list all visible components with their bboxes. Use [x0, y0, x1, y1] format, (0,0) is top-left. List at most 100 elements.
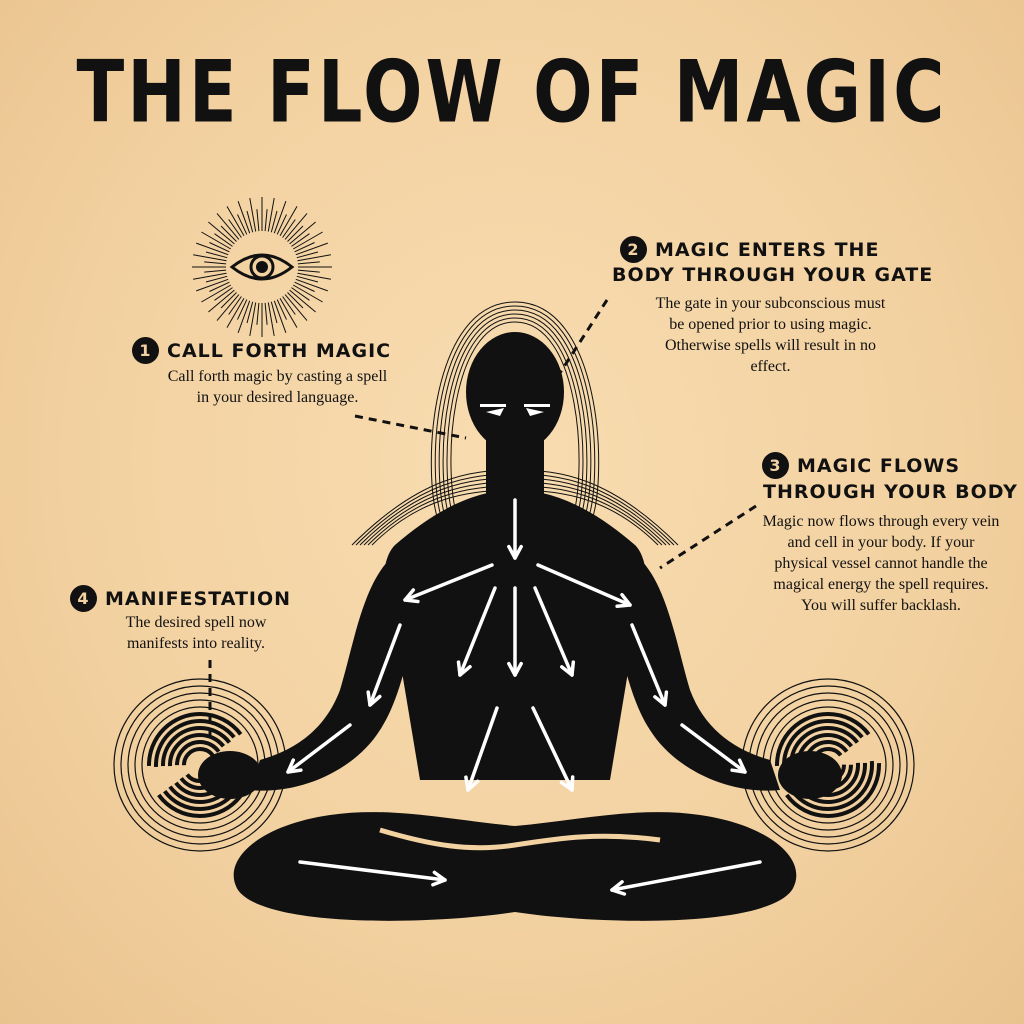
aura-line [438, 309, 592, 521]
aura-line [434, 305, 596, 521]
flow-arrow [536, 563, 632, 608]
flow-arrow [286, 723, 352, 774]
flow-arrow [464, 706, 499, 792]
eye-ray [208, 289, 235, 313]
eye-ray [226, 297, 245, 328]
step-2-heading: 2 MAGIC ENTERS THE [620, 236, 879, 263]
eye-ray [282, 296, 296, 315]
step-4-badge: 4 [70, 585, 97, 612]
eye-ray [226, 206, 245, 237]
eye-ray [297, 254, 331, 262]
flow-arrow [531, 706, 575, 792]
step-2-badge: 2 [620, 236, 647, 263]
eye-ray [292, 231, 323, 250]
flow-arrow [610, 860, 762, 896]
eye-shape [229, 253, 295, 281]
eye-ray [289, 289, 316, 313]
eye-ray [208, 221, 235, 245]
eye-ray [246, 301, 254, 324]
eye-ray [279, 206, 298, 237]
eye-ray [209, 281, 230, 292]
eye-ray [201, 284, 232, 303]
page-title: THE FLOW OF MAGIC [76, 42, 948, 143]
eye-ray [237, 300, 251, 333]
eye-ray [209, 242, 230, 253]
eye-ray [273, 201, 287, 234]
eye-ray [196, 242, 229, 256]
all-seeing-eye-icon [192, 197, 332, 337]
eye-ray [220, 225, 237, 242]
aura-line [430, 301, 600, 521]
step-3-description: Magic now flows through every vein and c… [762, 513, 1000, 614]
eye-ray [292, 284, 323, 303]
eye-ray [237, 201, 251, 234]
leader-line-2 [556, 299, 609, 377]
eye-ray [276, 214, 287, 235]
spiral-ring [775, 712, 881, 818]
eye-ray [276, 299, 287, 320]
eye-ray [296, 275, 319, 283]
eye-ray [256, 209, 260, 232]
eye-ray [204, 261, 227, 265]
leader-lines [208, 299, 757, 740]
eye-ray [193, 254, 227, 262]
eye-ray [205, 275, 228, 283]
eye-ray [291, 233, 310, 247]
flow-arrow [366, 623, 402, 707]
flow-arrows [286, 498, 762, 896]
step-4-title: MANIFESTATION [105, 587, 292, 610]
eye-ray [297, 272, 331, 280]
step-1-heading: 1 CALL FORTH MAGIC [132, 337, 391, 364]
eye-ray [294, 281, 315, 292]
eye-ray [284, 213, 308, 240]
step-2-description: The gate in your subconscious must be op… [655, 295, 886, 375]
step-2-title-line2: BODY THROUGH YOUR GATE [612, 264, 934, 286]
eye-ray [296, 251, 319, 259]
eye-ray [287, 225, 304, 242]
eye-ray [295, 242, 328, 256]
eye-ray [264, 302, 268, 325]
leg-crossing-line [379, 827, 661, 851]
flow-arrow [403, 563, 494, 604]
eye-ray [267, 198, 275, 232]
eye-ray [204, 269, 227, 273]
eye-ray [216, 213, 240, 240]
flow-arrow [630, 623, 669, 707]
eye-ray [205, 251, 228, 259]
step-4-heading: 4 MANIFESTATION [70, 585, 291, 612]
eye-ray [256, 302, 260, 325]
eye-ray [284, 294, 308, 321]
eye-ray [246, 210, 254, 233]
eye-ray [295, 278, 328, 292]
eye-ray [193, 272, 227, 280]
aura-line [442, 313, 588, 521]
aura-line [450, 321, 580, 521]
flow-arrow [680, 723, 747, 774]
flow-arrow [533, 586, 576, 677]
step-2-title-line1: MAGIC ENTERS THE [655, 238, 880, 261]
leader-line-3 [659, 504, 757, 570]
eye-ray [228, 296, 242, 315]
eye-ray [297, 261, 320, 265]
eye-ray [273, 300, 287, 333]
step-1-description: Call forth magic by casting a spell in y… [167, 368, 388, 406]
step-1-badge: 1 [132, 337, 159, 364]
leader-line-1 [354, 414, 467, 440]
step-3-heading: 3 MAGIC FLOWS [762, 452, 960, 479]
flow-arrow [507, 586, 523, 677]
eye-ray [214, 287, 233, 301]
eye-ray [294, 242, 315, 253]
eye-ray [291, 287, 310, 301]
eye-ray [297, 269, 320, 273]
eye-ray [201, 231, 232, 250]
eye-ray [220, 292, 237, 309]
eye-ray [270, 210, 278, 233]
eye-ray [249, 198, 257, 232]
step-3-title-line2: THROUGH YOUR BODY [763, 481, 1018, 503]
glowing-eyes [480, 404, 550, 416]
eye-ray [289, 221, 316, 245]
eye-ray [228, 219, 242, 238]
eye-ray [279, 297, 298, 328]
